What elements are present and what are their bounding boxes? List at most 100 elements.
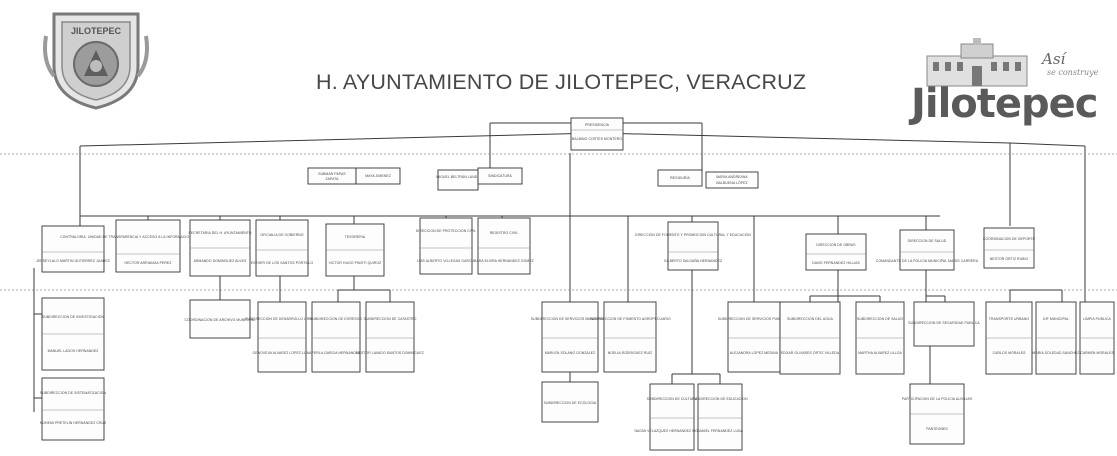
org-box-subunit: SUBDIRECCION DE SEGURIDAD PUBLICA [908, 301, 980, 347]
svg-text:DANIEL FERNANDEZ LUNA: DANIEL FERNANDEZ LUNA [697, 429, 744, 433]
org-box-subunit: SUBDIRECCION DE ECOLOGIA [541, 381, 599, 423]
svg-text:NOHEMI PRETELIN HERNANDEZ CRUZ: NOHEMI PRETELIN HERNANDEZ CRUZ [40, 421, 107, 425]
svg-text:SUBDIRECCION DE SERVICIOS MUNI: SUBDIRECCION DE SERVICIOS MUNICIPALES [531, 317, 610, 321]
svg-text:SUBDIRECCION DE SERVICIOS PUBL: SUBDIRECCION DE SERVICIOS PUBLICOS [718, 317, 791, 321]
svg-text:TESORERIA: TESORERIA [345, 235, 366, 239]
svg-text:MAYA JIMENEZ: MAYA JIMENEZ [365, 174, 391, 178]
org-box-subunit: SUBDIRECCION DE CULTURA NAOMI VELAZQUEZ … [634, 383, 710, 451]
org-box-subunit: SUBDIRECCION DE CATASTRO NESTOR LAVADO S… [356, 301, 424, 373]
svg-text:SUBDIRECCION DE SALUD: SUBDIRECCION DE SALUD [857, 317, 903, 321]
svg-text:MANUEL LAGOS HERNANDEZ: MANUEL LAGOS HERNANDEZ [48, 349, 99, 353]
svg-text:PERLA GARCIA HERNANDEZ: PERLA GARCIA HERNANDEZ [312, 351, 361, 355]
svg-text:TRANSPORTE URBANO: TRANSPORTE URBANO [989, 317, 1030, 321]
svg-text:REGIDURÍA: REGIDURÍA [670, 176, 690, 180]
org-box-subunit: SUBDIRECCION DE SERVICIOS MUNICIPALES MA… [531, 301, 610, 373]
org-box-subunit: SUBDIRECCION DE SALUD MARTHA ALVAREZ ULL… [855, 301, 905, 375]
svg-text:SUBDIRECCION DE SEGURIDAD PUBL: SUBDIRECCION DE SEGURIDAD PUBLICA [908, 321, 980, 325]
svg-text:SUBDIRECCION DE CATASTRO: SUBDIRECCION DE CATASTRO [364, 317, 417, 321]
svg-text:PANTEONES: PANTEONES [926, 427, 948, 431]
logo-tagline: Así [1042, 50, 1066, 68]
seal-text: JILOTEPEC [71, 26, 122, 36]
svg-text:COMANDANTE DE LA POLICIA MUNIC: COMANDANTE DE LA POLICIA MUNICIPAL MARIO… [876, 259, 979, 263]
org-box-sindicatura: SINDICATURA [477, 167, 523, 185]
svg-text:SUBDIRECCION DE CULTURA: SUBDIRECCION DE CULTURA [647, 397, 698, 401]
svg-text:DAVID FERNANDEZ HILLIAS: DAVID FERNANDEZ HILLIAS [812, 261, 860, 265]
org-box-subunit: SUBDIRECCION DE FOMENTO AGROPECUARIO NOE… [589, 301, 671, 373]
svg-text:PARTICIPACION DE LA POLICIA AU: PARTICIPACION DE LA POLICIA AUXILIAR [902, 397, 973, 401]
jilotepec-logo: Así se construye Jilotepec [905, 38, 1117, 133]
svg-text:DIF MUNICIPAL: DIF MUNICIPAL [1043, 317, 1069, 321]
svg-text:LUIS ALBERTO VILLEGAS GARCIA: LUIS ALBERTO VILLEGAS GARCIA [417, 259, 476, 263]
org-box-department: DIRECCION DE SALUD COMANDANTE DE LA POLI… [876, 229, 979, 271]
org-box-staff-6: MARIA ANDREANA BALBUENA LÓPEZ [705, 171, 759, 189]
svg-text:UNIDAD DE TRANSPARENCIA Y ACCE: UNIDAD DE TRANSPARENCIA Y ACCESO A LA IN… [88, 235, 209, 239]
org-box-subunit: LIMPIA PUBLICA CARMEN MORALES [1079, 301, 1115, 375]
logo-subline: se construye [1047, 68, 1099, 77]
svg-text:DIRECCION DE PROTECCION CIVIL: DIRECCION DE PROTECCION CIVIL [416, 229, 477, 233]
svg-text:LIMPIA PUBLICA: LIMPIA PUBLICA [1083, 317, 1111, 321]
svg-text:SARA ELVIRA HERNANDEZ GOMEZ: SARA ELVIRA HERNANDEZ GOMEZ [474, 259, 534, 263]
org-box-department: DIRECCION DE OBRAS DAVID FERNANDEZ HILLI… [805, 233, 867, 271]
svg-text:SUBDIRECCION DE EDUCACION: SUBDIRECCION DE EDUCACION [692, 397, 748, 401]
svg-text:GILBERTO SALDAÑA HERNANDEZ: GILBERTO SALDAÑA HERNANDEZ [664, 258, 722, 263]
svg-text:GENOVEVA ALVAREZ LOPEZ LUNA: GENOVEVA ALVAREZ LOPEZ LUNA [252, 351, 312, 355]
svg-text:SUBDIRECCION DE FOMENTO AGROPE: SUBDIRECCION DE FOMENTO AGROPECUARIO [589, 317, 671, 321]
svg-text:NESTOR ORTIZ RUBIO: NESTOR ORTIZ RUBIO [990, 257, 1029, 261]
svg-text:DIRECCION DE SALUD: DIRECCION DE SALUD [908, 239, 947, 243]
org-box-department: TESORERIA VICTOR HUGO PINOTI QUIROZ [325, 223, 385, 277]
org-box-department: DIRECCION DE FOMENTO Y PROMOCION CULTURA… [635, 221, 751, 271]
svg-text:VICTOR HUGO PINOTI QUIROZ: VICTOR HUGO PINOTI QUIROZ [329, 261, 382, 265]
box-title: PRESIDENCIA [585, 123, 610, 127]
svg-text:MARTHA ALVAREZ ULLOA: MARTHA ALVAREZ ULLOA [858, 351, 902, 355]
svg-text:CONTRALORIA: CONTRALORIA [60, 235, 86, 239]
org-box-department: SECRETARIA DEL H. AYUNTAMIENTO ARMANDO D… [188, 219, 252, 277]
logo-wordmark: Jilotepec [911, 81, 1099, 127]
svg-text:BALBUENA LÓPEZ: BALBUENA LÓPEZ [716, 180, 747, 185]
svg-text:SINDICATURA: SINDICATURA [488, 174, 512, 178]
svg-text:SUBDIRECCION DE SISTEMATIZACIO: SUBDIRECCION DE SISTEMATIZACION [40, 391, 107, 395]
page-title: H. AYUNTAMIENTO DE JILOTEPEC, VERACRUZ [316, 70, 807, 94]
org-box-president: PRESIDENCIA BALBINO CORTES MONTERO [570, 117, 624, 151]
svg-text:SUBDIRECCION DEL AGUA: SUBDIRECCION DEL AGUA [787, 317, 834, 321]
org-box-department: OFICIALIA DE GOBIERNO ESTHER DE LOS SANT… [251, 219, 314, 277]
svg-text:SUBDIRECCION DE ECOLOGIA: SUBDIRECCION DE ECOLOGIA [544, 401, 597, 405]
org-box-subunit: SUBDIRECCION DE DESARROLLO URBANO GENOVE… [245, 301, 320, 373]
org-box-subunit: TRANSPORTE URBANO CARLOS MORALES [985, 301, 1033, 375]
svg-text:HECTOR ARRIANGA PEREZ: HECTOR ARRIANGA PEREZ [125, 261, 172, 265]
org-box-department: DIRECCION DE PROTECCION CIVIL LUIS ALBER… [416, 217, 477, 275]
svg-text:COORDINACION DE DEPORTE: COORDINACION DE DEPORTE [983, 237, 1036, 241]
svg-text:ZAPATA: ZAPATA [325, 177, 339, 181]
svg-text:COORDINACION DE ARCHIVO MUNICI: COORDINACION DE ARCHIVO MUNICIPAL [184, 318, 255, 322]
svg-text:ESTHER DE LOS SANTOS PORTILLO: ESTHER DE LOS SANTOS PORTILLO [251, 261, 314, 265]
svg-text:JERSEYLALO MARTIN GUTIERREZ JU: JERSEYLALO MARTIN GUTIERREZ JUAREZ [36, 259, 110, 263]
svg-text:ALEJANDRA LOPEZ MEDINA: ALEJANDRA LOPEZ MEDINA [730, 351, 779, 355]
svg-text:CARLOS MORALES: CARLOS MORALES [993, 351, 1027, 355]
svg-text:SECRETARIA DEL H. AYUNTAMIENTO: SECRETARIA DEL H. AYUNTAMIENTO [188, 231, 251, 235]
svg-text:SUBDIRECCION DE DESARROLLO URB: SUBDIRECCION DE DESARROLLO URBANO [245, 317, 320, 321]
svg-text:SUBDIRECCION DE INVESTIGACION: SUBDIRECCION DE INVESTIGACION [42, 315, 105, 319]
org-box-staff-2: MAYA JIMENEZ [355, 167, 401, 185]
svg-text:SUBDIRECCION DE EGRESOS: SUBDIRECCION DE EGRESOS [310, 317, 362, 321]
svg-text:CARMEN MORALES: CARMEN MORALES [1080, 351, 1114, 355]
org-box-subunit: SUBDIRECCION DE INVESTIGACION MANUEL LAG… [41, 297, 105, 371]
org-box-subunit: SUBDIRECCION DEL AGUA EDGAR OLIVARES ORT… [779, 301, 841, 375]
svg-text:ARMANDO DOMINGUEZ ALVES: ARMANDO DOMINGUEZ ALVES [194, 259, 247, 263]
svg-text:DIRECCION DE OBRAS: DIRECCION DE OBRAS [816, 243, 856, 247]
org-box-subunit: DIF MUNICIPAL MARIA SOLEDAD SANCHEZ [1033, 301, 1079, 375]
svg-text:NOELIA RODRIGUEZ RUIZ: NOELIA RODRIGUEZ RUIZ [608, 351, 653, 355]
municipal-seal: JILOTEPEC [40, 6, 152, 112]
org-box-department: CONTRALORIA JERSEYLALO MARTIN GUTIERREZ … [36, 225, 110, 273]
svg-text:NAOMI VELAZQUEZ HERNANDEZ MORA: NAOMI VELAZQUEZ HERNANDEZ MORALES [634, 429, 710, 433]
org-box-subunit: COORDINACION DE ARCHIVO MUNICIPAL [184, 299, 255, 339]
org-box-staff-1: SUBMAN PAPAS ZAPATA [307, 167, 357, 185]
org-box-subunit: SUBDIRECCION DE SISTEMATIZACION NOHEMI P… [40, 377, 107, 441]
org-box-regiduria: REGIDURÍA [657, 169, 703, 187]
svg-text:OFICIALIA DE GOBIERNO: OFICIALIA DE GOBIERNO [260, 233, 303, 237]
org-box-staff-3: MIGUEL BELTRÁN LANDA [436, 169, 480, 191]
org-box-department: UNIDAD DE TRANSPARENCIA Y ACCESO A LA IN… [88, 219, 209, 273]
org-box-department: REGISTRO CIVIL SARA ELVIRA HERNANDEZ GOM… [474, 217, 534, 275]
svg-text:EDGAR OLIVARES ORTIZ VILLEDA: EDGAR OLIVARES ORTIZ VILLEDA [781, 351, 840, 355]
svg-text:REGISTRO CIVIL: REGISTRO CIVIL [490, 231, 519, 235]
connector-lines [0, 122, 1117, 412]
